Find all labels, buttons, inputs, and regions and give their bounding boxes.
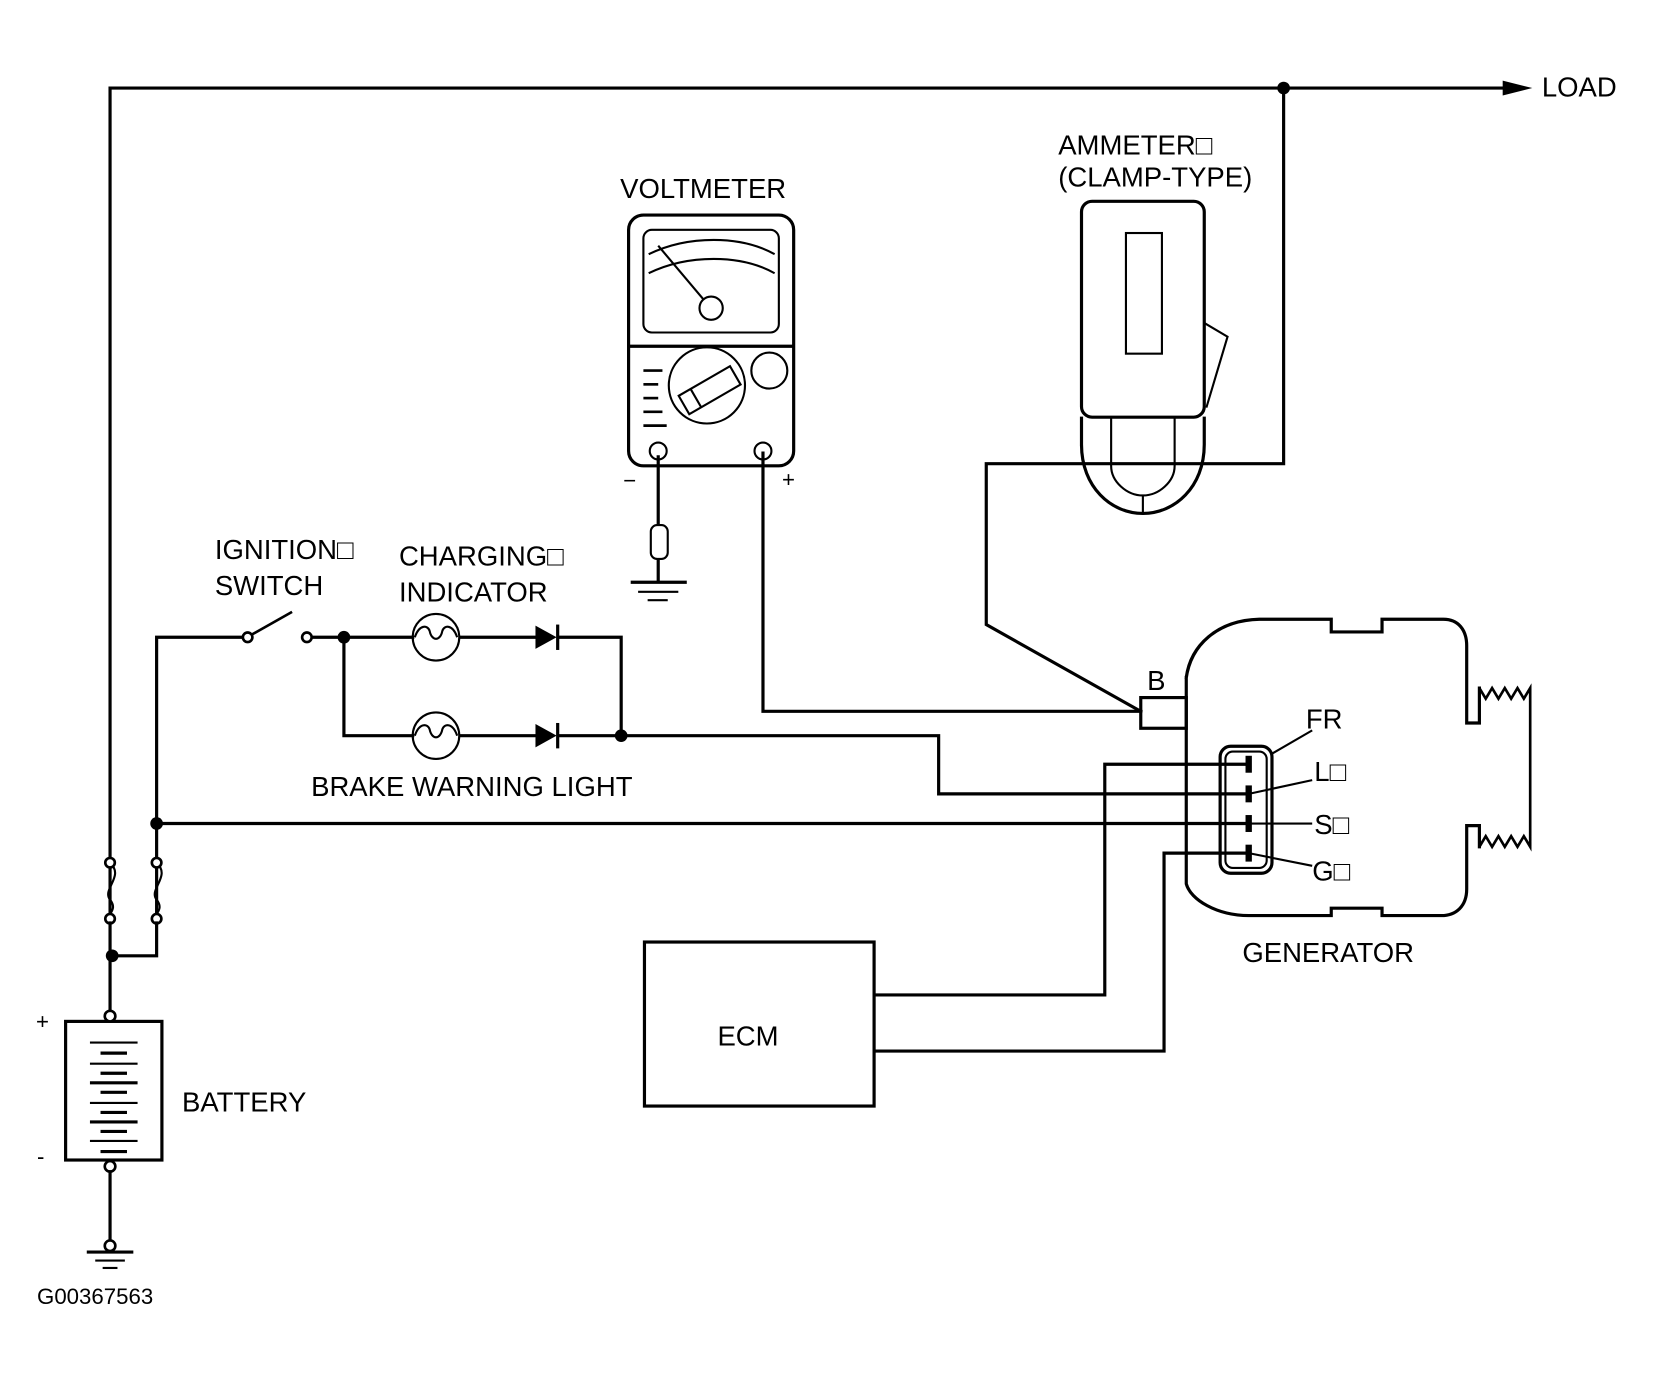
fuse-terminal	[150, 856, 163, 869]
wire-lamp-upper-3	[557, 635, 623, 738]
clamp-ammeter-icon	[1079, 199, 1229, 516]
wire-voltmeter-positive	[761, 451, 1143, 713]
wire-ignition-feed	[155, 635, 245, 921]
voltmeter-icon	[626, 213, 796, 468]
wire-ecm-g	[872, 851, 1251, 1053]
junction-dot	[105, 949, 119, 963]
junction-dot	[614, 729, 628, 743]
generator-connector	[1218, 744, 1274, 875]
generator-label: GENERATOR	[1242, 937, 1414, 968]
ecm-module: ECM	[642, 940, 876, 1108]
wires	[108, 80, 1533, 1053]
voltmeter-ground-lead	[630, 455, 687, 602]
ground-icon	[630, 580, 687, 602]
load-arrow-icon	[1502, 80, 1533, 96]
ignition-switch-label-2: SWITCH	[215, 570, 323, 601]
junction-dot	[337, 630, 351, 644]
pulley-icon	[1478, 683, 1532, 852]
terminal-b-label: B	[1147, 665, 1165, 696]
brake-warning-lamp-icon	[411, 711, 461, 761]
ecm-label: ECM	[717, 1021, 778, 1052]
ground-icon	[86, 1250, 134, 1270]
figure-id: G00367563	[37, 1284, 153, 1309]
ammeter-label-2: (CLAMP-TYPE)	[1058, 161, 1252, 192]
voltmeter-negative-label: −	[623, 468, 636, 493]
battery-symbol: + -	[36, 1009, 164, 1270]
load-label: LOAD	[1542, 72, 1617, 103]
fuse-block	[103, 856, 163, 1013]
terminal-g-label: G□	[1312, 856, 1350, 887]
terminal-l-label: L□	[1314, 756, 1346, 787]
charging-indicator-label: CHARGING□	[399, 540, 564, 571]
ignition-switch-label: IGNITION□	[215, 534, 354, 565]
fuse-terminal	[103, 856, 117, 869]
voltmeter-label: VOLTMETER	[620, 173, 786, 204]
charging-indicator-lamp-icon	[411, 612, 461, 662]
ignition-switch[interactable]	[241, 610, 313, 644]
charging-indicator-diode-icon	[535, 624, 560, 650]
wire-load-line	[108, 86, 1510, 921]
terminal-s-label: S□	[1314, 809, 1349, 840]
battery-label: BATTERY	[182, 1086, 306, 1117]
wire-ecm-fr	[872, 762, 1251, 997]
generator-body: B FR L□ S□ G□	[1139, 617, 1532, 918]
brake-warning-diode-icon	[535, 722, 560, 749]
ammeter-label: AMMETER□	[1058, 130, 1213, 161]
brake-warning-light-label: BRAKE WARNING LIGHT	[311, 771, 633, 802]
wire-lamp-lower	[342, 635, 415, 738]
battery-plus-label: +	[36, 1009, 49, 1034]
wire-fuse-join	[108, 921, 159, 958]
battery-terminal-positive	[103, 1009, 117, 1023]
wire-l-terminal	[557, 734, 1251, 796]
b-terminal	[1139, 695, 1188, 730]
charging-indicator-label-2: INDICATOR	[399, 576, 548, 607]
ground-terminal	[103, 1239, 117, 1253]
wire-ammeter-loop	[984, 86, 1286, 714]
battery-minus-label: -	[37, 1144, 44, 1169]
voltmeter-positive-label: +	[782, 467, 795, 492]
terminal-fr-label: FR	[1306, 703, 1343, 734]
